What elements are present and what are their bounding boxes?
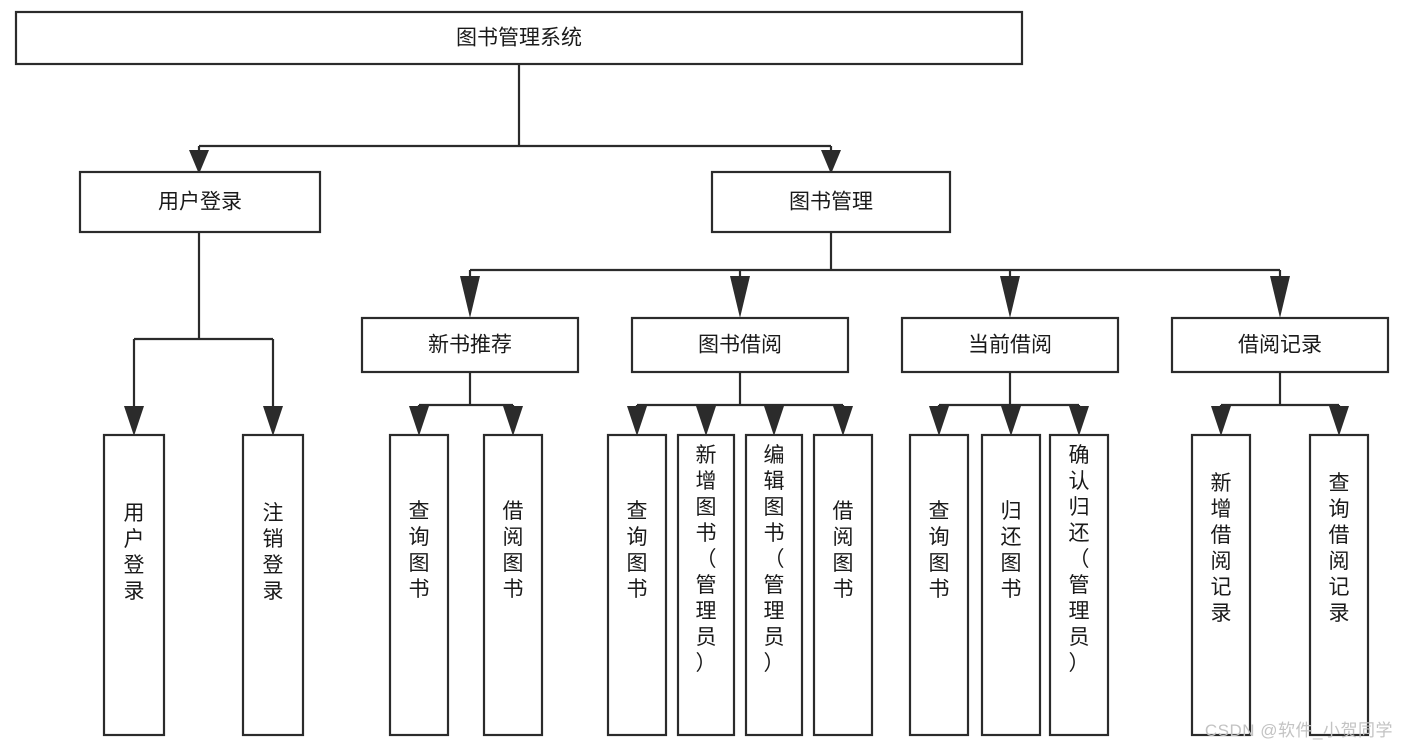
arrowhead-icon [730, 276, 750, 318]
leaf-query-borrow-record-label: 查询借阅记录 [1329, 472, 1350, 625]
leaf-user-login-label: 用户登录 [124, 502, 145, 603]
arrowhead-icon [821, 150, 841, 174]
arrowhead-icon [627, 406, 647, 436]
node-new-book-recommend[interactable]: 新书推荐 [360, 316, 580, 374]
leaf-borrow-book-borrow[interactable]: 借阅图书 [812, 433, 874, 737]
csdn-watermark: CSDN @软件_小贺同学 [1204, 721, 1393, 740]
leaf-query-book-recommend[interactable]: 查询图书 [388, 433, 450, 737]
node-borrow-record[interactable]: 借阅记录 [1170, 316, 1390, 374]
arrowhead-icon [1329, 406, 1349, 436]
leaf-borrow-book-borrow-label: 借阅图书 [833, 500, 854, 601]
arrowhead-icon [263, 406, 283, 436]
arrowhead-icon [1270, 276, 1290, 318]
leaf-return-book-label: 归还图书 [1001, 500, 1022, 601]
leaf-query-book-current-label: 查询图书 [929, 500, 950, 601]
leaf-return-book[interactable]: 归还图书 [980, 433, 1042, 737]
arrowhead-icon [503, 406, 523, 436]
node-user-login-label: 用户登录 [158, 191, 242, 214]
arrowhead-icon [1000, 276, 1020, 318]
node-current-borrow-label: 当前借阅 [968, 334, 1052, 357]
node-root-label: 图书管理系统 [456, 27, 582, 50]
leaf-add-book-admin[interactable]: 新增图书（管理员） [676, 433, 736, 737]
node-book-borrow[interactable]: 图书借阅 [630, 316, 850, 374]
arrowhead-icon [1211, 406, 1231, 436]
arrowhead-icon [833, 406, 853, 436]
leaf-borrow-book-recommend-label: 借阅图书 [503, 500, 524, 601]
arrowhead-icon [696, 406, 716, 436]
node-book-borrow-label: 图书借阅 [698, 334, 782, 357]
arrowhead-icon [764, 406, 784, 436]
leaf-user-login[interactable]: 用户登录 [102, 433, 166, 737]
arrowhead-layer [124, 150, 1349, 436]
leaf-query-book-recommend-label: 查询图书 [409, 500, 430, 601]
node-new-book-recommend-label: 新书推荐 [428, 334, 512, 357]
node-borrow-record-label: 借阅记录 [1238, 334, 1322, 357]
leaf-confirm-return-admin-label: 确认归还（管理员） [1069, 444, 1090, 675]
node-current-borrow[interactable]: 当前借阅 [900, 316, 1120, 374]
leaf-logout-login-label: 注销登录 [263, 502, 284, 603]
node-user-login[interactable]: 用户登录 [78, 170, 322, 234]
leaf-edit-book-admin[interactable]: 编辑图书（管理员） [744, 433, 804, 737]
node-root-system[interactable]: 图书管理系统 [14, 10, 1024, 66]
arrowhead-icon [189, 150, 209, 174]
leaf-confirm-return-admin[interactable]: 确认归还（管理员） [1048, 433, 1110, 737]
leaf-query-book-borrow[interactable]: 查询图书 [606, 433, 668, 737]
leaf-query-borrow-record[interactable]: 查询借阅记录 [1308, 433, 1370, 737]
node-book-management[interactable]: 图书管理 [710, 170, 952, 234]
arrowhead-icon [124, 406, 144, 436]
leaf-add-book-admin-label: 新增图书（管理员） [696, 444, 717, 675]
arrowhead-icon [409, 406, 429, 436]
leaf-edit-book-admin-label: 编辑图书（管理员） [764, 444, 785, 675]
leaf-borrow-book-recommend[interactable]: 借阅图书 [482, 433, 544, 737]
node-layer: 图书管理系统 用户登录 图书管理 新书推荐 图书借阅 当前 [14, 10, 1390, 737]
leaf-query-book-borrow-label: 查询图书 [627, 500, 648, 601]
arrowhead-icon [929, 406, 949, 436]
node-book-management-label: 图书管理 [789, 191, 873, 214]
arrowhead-icon [1069, 406, 1089, 436]
leaf-add-borrow-record[interactable]: 新增借阅记录 [1190, 433, 1252, 737]
arrowhead-icon [460, 276, 480, 318]
leaf-logout-login[interactable]: 注销登录 [241, 433, 305, 737]
arrowhead-icon [1001, 406, 1021, 436]
leaf-query-book-current[interactable]: 查询图书 [908, 433, 970, 737]
leaf-add-borrow-record-label: 新增借阅记录 [1211, 472, 1232, 625]
